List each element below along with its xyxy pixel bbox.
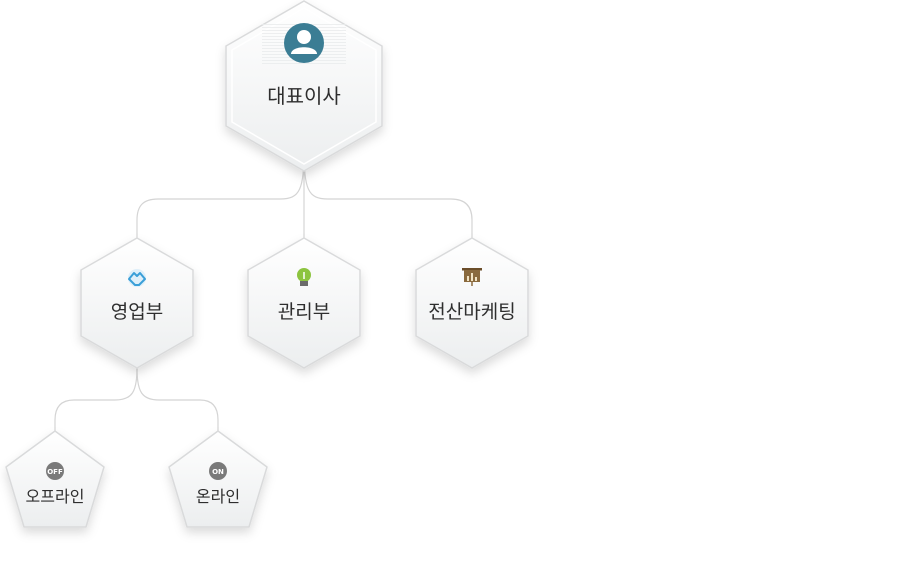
handshake-icon — [128, 269, 146, 287]
off-badge-icon: OFF — [46, 462, 64, 480]
node-offline[interactable]: OFF 오프라인 — [5, 430, 105, 528]
off-badge-label: OFF — [47, 468, 63, 476]
node-sales[interactable]: 영업부 — [80, 237, 194, 369]
connector-sales-online — [136, 367, 219, 433]
connector-root-it — [303, 147, 473, 241]
node-label-ceo: 대표이사 — [267, 84, 341, 108]
lightbulb-icon — [297, 268, 311, 286]
node-admin[interactable]: 관리부 — [247, 237, 361, 369]
node-it-marketing[interactable]: 전산마케팅 — [415, 237, 529, 369]
node-label-it-marketing: 전산마케팅 — [428, 301, 515, 323]
node-online[interactable]: ON 온라인 — [168, 430, 268, 528]
node-label-admin: 관리부 — [278, 301, 330, 323]
presentation-board-icon — [462, 268, 482, 286]
node-label-online: 온라인 — [196, 487, 240, 506]
node-ceo[interactable]: 대표이사 — [225, 0, 383, 172]
node-label-offline: 오프라인 — [26, 487, 85, 506]
connector-sales-offline — [54, 367, 138, 433]
on-badge-label: ON — [212, 468, 224, 476]
node-label-sales: 영업부 — [111, 301, 163, 323]
on-badge-icon: ON — [209, 462, 227, 480]
connector-root-sales — [136, 147, 305, 241]
user-icon — [284, 23, 324, 63]
